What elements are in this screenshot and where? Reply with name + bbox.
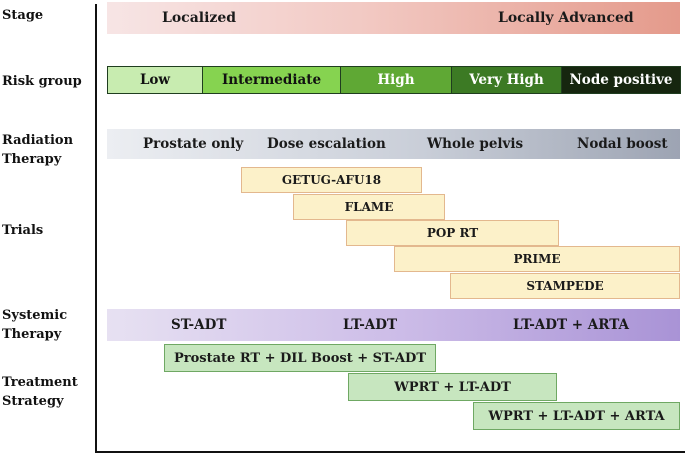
row-label-risk-group: Risk group: [2, 74, 82, 89]
strategy-wprt-lt-adt-arta: WPRT + LT-ADT + ARTA: [473, 402, 680, 430]
row-label-stage: Stage: [2, 8, 44, 23]
row-label-systemic-line2: Therapy: [2, 327, 62, 342]
rt-dose-escalation: Dose escalation: [267, 136, 386, 152]
risk-label-node-positive: Node positive: [569, 72, 673, 88]
trial-label-flame: FLAME: [344, 200, 394, 214]
trial-label-prime: PRIME: [513, 252, 561, 266]
radiation-therapy-band: Prostate only Dose escalation Whole pelv…: [107, 129, 680, 159]
risk-segment-very-high: Very High: [451, 66, 562, 94]
row-label-systemic-line1: Systemic: [2, 308, 68, 323]
sys-lt-adt: LT-ADT: [343, 317, 398, 333]
row-label-systemic-therapy: Systemic Therapy: [2, 306, 94, 344]
trial-pop-rt: POP RT: [346, 220, 559, 246]
trial-label-getug-afu18: GETUG-AFU18: [281, 173, 382, 187]
systemic-therapy-band: ST-ADT LT-ADT LT-ADT + ARTA: [107, 309, 680, 341]
stage-gradient-band: Localized Locally Advanced: [107, 2, 680, 34]
trial-label-pop-rt: POP RT: [426, 226, 479, 240]
strategy-wprt-lt-adt: WPRT + LT-ADT: [348, 373, 557, 401]
row-label-radiation-therapy: Radiation Therapy: [2, 131, 94, 169]
strategy-label-wprt-lt-adt: WPRT + LT-ADT: [394, 379, 511, 395]
risk-segment-intermediate: Intermediate: [202, 66, 341, 94]
strategy-label-prostate-rt-dil-boost: Prostate RT + DIL Boost + ST-ADT: [174, 350, 426, 366]
sys-lt-adt-arta: LT-ADT + ARTA: [513, 317, 629, 333]
trial-label-stampede: STAMPEDE: [526, 279, 604, 293]
strategy-label-wprt-lt-adt-arta: WPRT + LT-ADT + ARTA: [488, 408, 665, 424]
vertical-axis: [95, 4, 97, 453]
risk-segment-high: High: [340, 66, 452, 94]
trial-getug-afu18: GETUG-AFU18: [241, 167, 422, 193]
trial-prime: PRIME: [394, 246, 680, 272]
rt-whole-pelvis: Whole pelvis: [427, 136, 524, 152]
row-label-strategy-line2: Strategy: [2, 394, 64, 409]
rt-prostate-only: Prostate only: [143, 136, 244, 152]
risk-label-high: High: [377, 72, 415, 88]
rt-nodal-boost: Nodal boost: [577, 136, 668, 152]
row-label-radiation-line1: Radiation: [2, 133, 74, 148]
row-label-strategy-line1: Treatment: [2, 375, 78, 390]
row-label-treatment-strategy: Treatment Strategy: [2, 373, 94, 411]
risk-segment-low: Low: [107, 66, 203, 94]
risk-label-intermediate: Intermediate: [221, 72, 322, 88]
row-label-radiation-line2: Therapy: [2, 152, 62, 167]
trial-stampede: STAMPEDE: [450, 273, 680, 299]
sys-st-adt: ST-ADT: [171, 317, 227, 333]
horizontal-axis: [95, 451, 685, 453]
risk-segment-node-positive: Node positive: [561, 66, 681, 94]
stage-start-label: Localized: [162, 10, 237, 26]
trial-flame: FLAME: [293, 194, 445, 220]
risk-group-bar: Low Intermediate High Very High Node pos…: [107, 66, 681, 94]
risk-label-very-high: Very High: [469, 72, 544, 88]
stage-end-label: Locally Advanced: [498, 10, 634, 26]
risk-label-low: Low: [139, 72, 171, 88]
strategy-prostate-rt-dil-boost: Prostate RT + DIL Boost + ST-ADT: [164, 344, 436, 372]
row-label-trials: Trials: [2, 223, 44, 238]
